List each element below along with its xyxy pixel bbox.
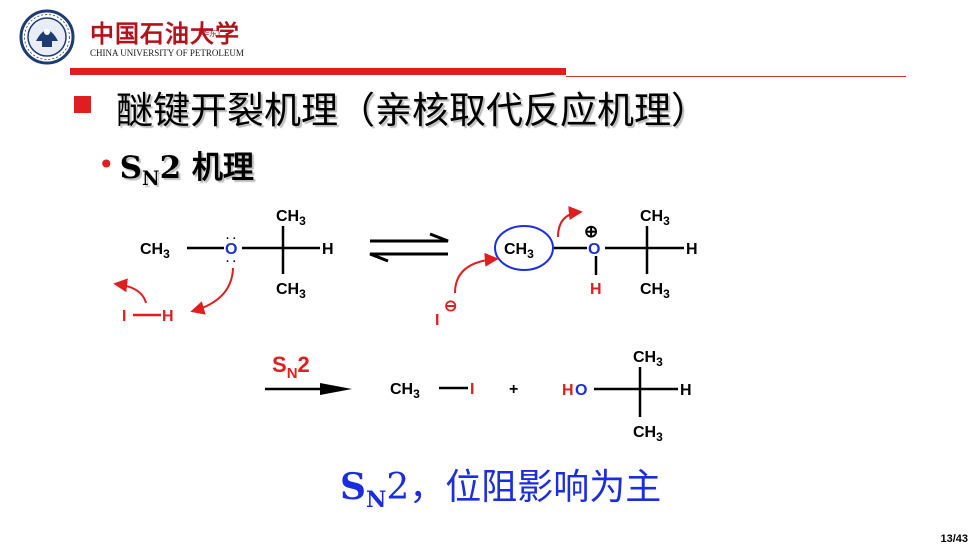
lone-pair-top: · · — [226, 233, 236, 245]
methyl-iodide-product: CH3 I — [390, 381, 474, 401]
subtitle-row: • SN2 机理 — [98, 142, 254, 190]
page-number: 13/43 — [940, 533, 968, 545]
university-name-cn: 中国石油大学 — [90, 19, 240, 48]
curved-arrow-nucleophile-attack-icon — [454, 252, 499, 294]
tert-hydrogen-label: H — [322, 241, 334, 258]
header-rule-red — [70, 68, 566, 75]
oxonium-molecule: CH3 O ⊕ H CH3 H CH3 — [494, 208, 698, 301]
curved-arrow-leaving-group-icon — [557, 206, 583, 238]
hydrogen-iodide: I H — [122, 308, 174, 325]
university-logo: 中国石油大学 (华东) CHINA UNIVERSITY OF PETROLEU… — [18, 8, 288, 68]
conclusion-s: S — [340, 466, 366, 508]
alcohol-methyl-top: CH3 — [633, 349, 663, 369]
methyl-highlight-circle — [494, 225, 554, 271]
methyl-top-label: CH3 — [276, 208, 306, 228]
ether-oxygen-label: O — [225, 241, 237, 258]
tert-hydrogen-right-label: H — [686, 241, 698, 258]
header-rule-thin — [566, 76, 906, 77]
university-campus: (华东) — [198, 29, 221, 38]
methyl-iodide-i: I — [470, 381, 474, 398]
methyl-iodide-ch3: CH3 — [390, 381, 420, 401]
round-bullet-icon: • — [98, 148, 115, 181]
oxonium-hydrogen-label: H — [590, 281, 602, 298]
alcohol-product: H O CH3 H CH3 — [562, 349, 692, 444]
university-seal-icon — [19, 9, 75, 65]
subtitle: SN2 机理 — [119, 150, 254, 190]
subtitle-rest: 2 机理 — [159, 150, 254, 186]
methyl-circled-label: CH3 — [504, 241, 534, 261]
alcohol-methyl-bottom: CH3 — [633, 424, 663, 444]
reaction-arrow-icon — [265, 383, 352, 395]
iodide-label: I — [435, 312, 439, 329]
methyl-bottom-right-label: CH3 — [640, 281, 670, 301]
alcohol-h-label: H — [562, 382, 574, 399]
alcohol-o-label: O — [575, 382, 587, 399]
negative-charge-icon: ⊖ — [444, 298, 457, 315]
methyl-top-right-label: CH3 — [640, 208, 670, 228]
slide-title: 醚键开裂机理（亲核取代反应机理） — [116, 89, 708, 132]
methyl-bottom-label: CH3 — [276, 281, 306, 301]
hydrogen-label: H — [162, 308, 174, 325]
conclusion-n: N — [366, 487, 387, 514]
sn2-arrow-label: SN2 — [272, 352, 310, 382]
positive-charge-icon: ⊕ — [584, 222, 598, 241]
lone-pair-bottom: · · — [226, 256, 236, 268]
subtitle-s: S — [119, 150, 142, 186]
university-name-en: CHINA UNIVERSITY OF PETROLEUM — [90, 48, 244, 58]
oxonium-oxygen-label: O — [588, 241, 600, 258]
conclusion-text: SN2，位阻影响为主 — [340, 458, 661, 513]
iodide-nucleophile: I ⊖ — [435, 298, 457, 329]
conclusion-rest: 2，位阻影响为主 — [386, 467, 662, 508]
square-bullet-icon — [74, 96, 91, 113]
iodine-label: I — [122, 308, 126, 325]
alcohol-tert-hydrogen: H — [680, 382, 692, 399]
plus-sign: + — [509, 381, 518, 398]
methyl-left-label: CH3 — [140, 241, 170, 261]
curved-arrow-protonation-icon — [190, 267, 234, 315]
equilibrium-arrows-icon — [369, 232, 449, 263]
curved-arrow-bond-break-icon — [113, 278, 147, 304]
subtitle-n: N — [142, 167, 160, 191]
ether-molecule: CH3 O · · · · CH3 H CH3 — [140, 208, 334, 301]
